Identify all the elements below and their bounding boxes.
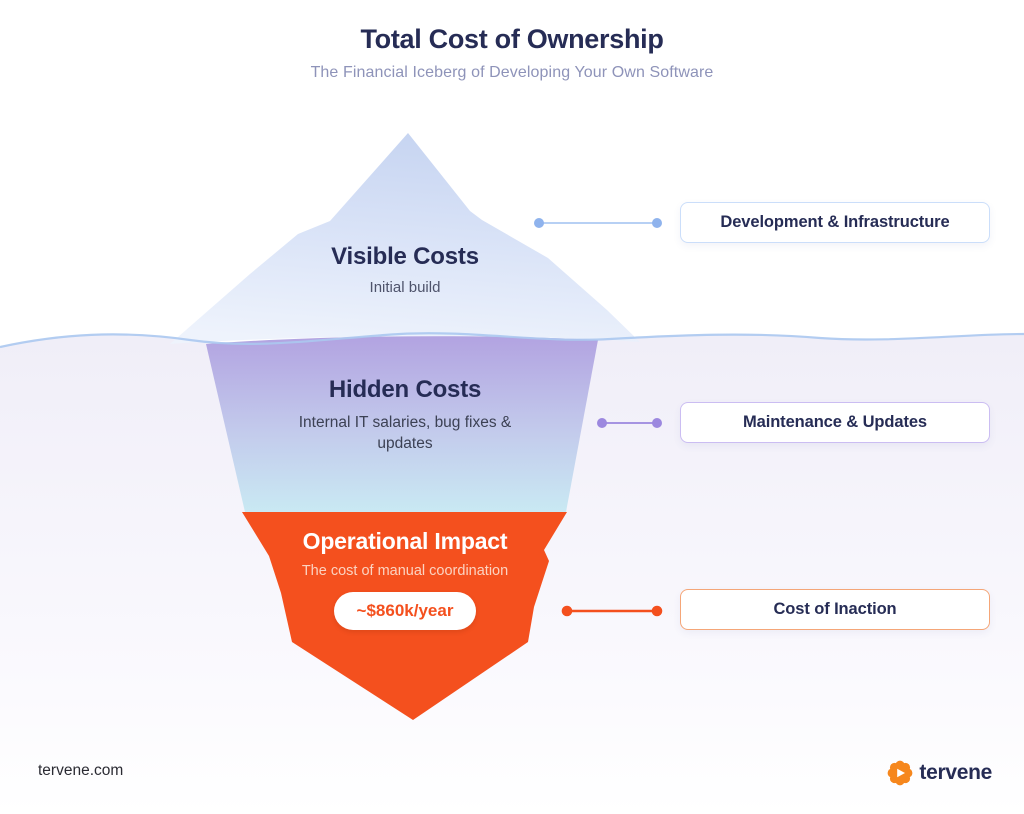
callout-label: Cost of Inaction: [773, 600, 897, 618]
website-url: tervene.com: [38, 762, 124, 779]
connector-development: [534, 218, 662, 228]
visible-costs-title: Visible Costs: [331, 243, 479, 270]
section-hidden-costs: Hidden Costs Internal IT salaries, bug f…: [295, 376, 515, 455]
iceberg-under-water: [206, 336, 598, 512]
callout-maintenance-updates: Maintenance & Updates: [680, 402, 990, 443]
callout-development-infrastructure: Development & Infrastructure: [680, 202, 990, 243]
hidden-costs-title: Hidden Costs: [328, 376, 482, 403]
page-title: Total Cost of Ownership: [360, 24, 664, 54]
water-surface-line: [0, 332, 1024, 349]
operational-impact-title: Operational Impact: [302, 528, 508, 554]
callout-cost-of-inaction: Cost of Inaction: [680, 589, 990, 630]
page-subtitle: The Financial Iceberg of Developing Your…: [310, 64, 714, 81]
section-visible-costs: Visible Costs Initial build: [280, 243, 530, 296]
hidden-costs-description: Internal IT salaries, bug fixes & update…: [298, 414, 512, 452]
section-operational-impact: Operational Impact The cost of manual co…: [270, 528, 540, 630]
callout-label: Maintenance & Updates: [742, 413, 928, 431]
cost-badge: ~$860k/year: [333, 592, 477, 630]
brand-wordmark: tervene: [919, 761, 992, 784]
connector-inaction: [561, 605, 663, 617]
visible-costs-description: Initial build: [369, 279, 441, 296]
header: Total Cost of Ownership The Financial Ic…: [0, 24, 1024, 82]
tervene-gear-icon: [887, 760, 913, 786]
iceberg-above-water: [170, 133, 640, 344]
connector-maintenance: [597, 418, 662, 428]
callout-label: Development & Infrastructure: [720, 213, 950, 231]
brand-logo: tervene: [887, 760, 992, 786]
operational-impact-description: The cost of manual coordination: [301, 563, 509, 579]
